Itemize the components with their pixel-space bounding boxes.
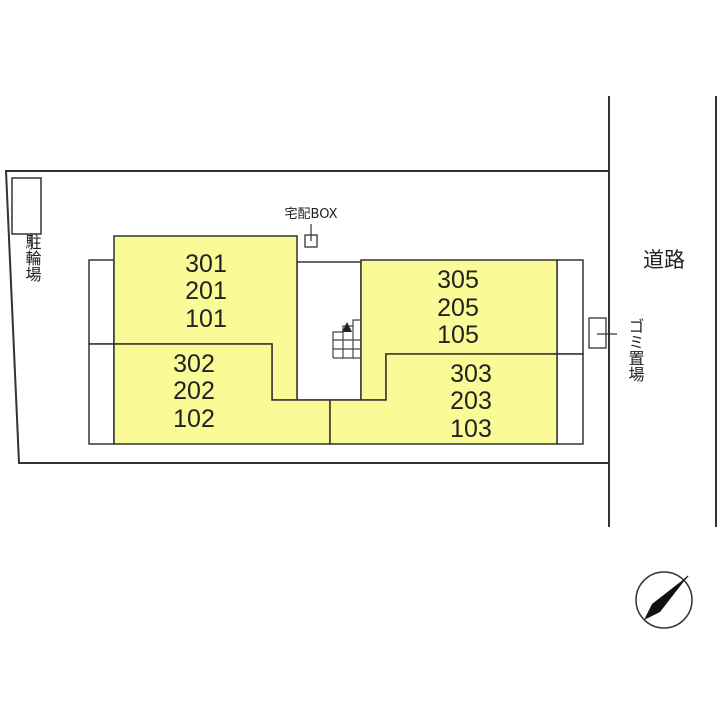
parking-box xyxy=(11,177,42,235)
stairs-icon xyxy=(332,319,361,359)
site-boundary xyxy=(4,170,610,464)
unit-label: 102 xyxy=(173,405,215,433)
unit-label: 205 xyxy=(437,294,479,322)
unit-label: 303 xyxy=(450,360,492,388)
delivery-box-label: 宅配BOX xyxy=(285,207,338,222)
unit-label: 202 xyxy=(173,377,215,405)
east-strip-south xyxy=(556,353,584,445)
unit-label: 302 xyxy=(173,350,215,378)
unit-label: 103 xyxy=(450,415,492,443)
unit-label: 203 xyxy=(450,387,492,415)
east-strip-north xyxy=(556,259,584,355)
unit-label: 201 xyxy=(185,277,227,305)
north-arrow-icon xyxy=(635,571,693,629)
unit-label: 101 xyxy=(185,305,227,333)
unit-label: 305 xyxy=(437,266,479,294)
unit-label: 105 xyxy=(437,321,479,349)
west-strip-north xyxy=(88,259,115,345)
parking-label: 駐輪場 xyxy=(23,234,42,283)
road-label: 道路 xyxy=(643,248,685,272)
trash-label: ゴミ置場 xyxy=(626,318,645,383)
trash-box xyxy=(588,317,607,349)
unit-block-east-south xyxy=(329,353,558,445)
unit-label: 301 xyxy=(185,250,227,278)
west-strip-south xyxy=(88,343,115,445)
